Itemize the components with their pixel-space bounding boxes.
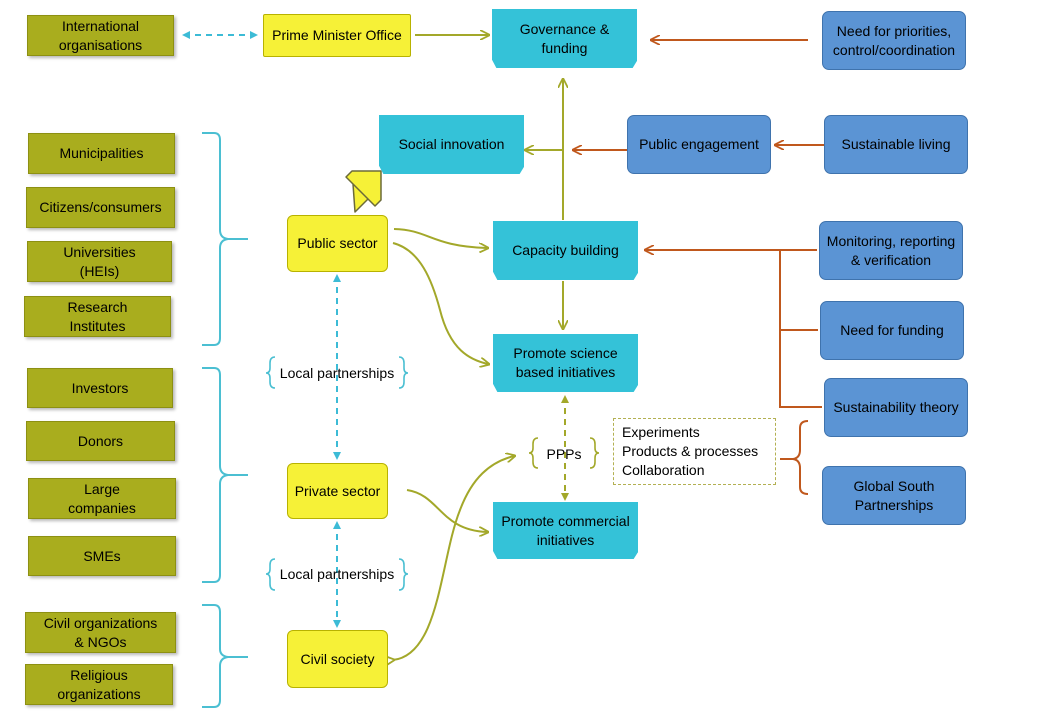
private-sector-box: Private sector [287, 463, 388, 519]
brace-lp-upper-left [265, 356, 276, 389]
local-partnerships-upper-label: Local partnerships [279, 364, 395, 381]
public-sector-box: Public sector [287, 215, 388, 272]
orange-collector [779, 250, 822, 408]
brace-ppps-right [589, 437, 600, 469]
brace-lp-lower-left [265, 558, 276, 591]
prime-minister-box: Prime Minister Office [263, 14, 411, 57]
citizens-box: Citizens/consumers [26, 187, 175, 228]
investors-box: Investors [27, 368, 173, 408]
science-initiatives-box: Promote science based initiatives [493, 334, 638, 392]
brace-private [202, 367, 248, 583]
brace-civil [202, 604, 248, 708]
large-companies-box: Large companies [28, 478, 176, 519]
brace-lp-upper-right [398, 356, 409, 389]
public-engagement-box: Public engagement [627, 115, 771, 174]
religious-box: Religious organizations [25, 664, 173, 705]
monitoring-box: Monitoring, reporting & verification [819, 221, 963, 280]
local-partnerships-lower-label: Local partnerships [279, 565, 395, 582]
global-south-box: Global South Partnerships [822, 466, 966, 525]
orange-brace [792, 420, 809, 495]
municipalities-box: Municipalities [28, 133, 175, 174]
block-arrow [345, 170, 382, 213]
public-science-arrow [392, 242, 488, 364]
need-for-funding-box: Need for funding [820, 301, 964, 360]
priorities-box: Need for priorities, control/coordinatio… [822, 11, 966, 70]
civil-society-box: Civil society [287, 630, 388, 688]
ppps-label: PPPs [546, 445, 582, 462]
activities-box: Experiments Products & processes Collabo… [613, 418, 776, 485]
governance-box: Governance & funding [492, 9, 637, 68]
commercial-initiatives-box: Promote commercial initiatives [493, 502, 638, 559]
private-commercial-arrow [406, 489, 487, 532]
social-innovation-box: Social innovation [379, 115, 524, 174]
donors-box: Donors [26, 421, 175, 461]
sustainability-theory-box: Sustainability theory [824, 378, 968, 437]
civil-orgs-box: Civil organizations & NGOs [25, 612, 176, 653]
international-box: International organisations [27, 15, 174, 56]
brace-ppps-left [528, 437, 539, 469]
capacity-building-box: Capacity building [493, 221, 638, 280]
public-capacity-arrow [393, 228, 487, 248]
brace-lp-lower-right [398, 558, 409, 591]
civil-ppps-arrow [393, 456, 514, 660]
smes-box: SMEs [28, 536, 176, 576]
sustainable-living-box: Sustainable living [824, 115, 968, 174]
research-box: Research Institutes [24, 296, 171, 337]
universities-box: Universities (HEIs) [27, 241, 172, 282]
brace-public [202, 132, 248, 346]
